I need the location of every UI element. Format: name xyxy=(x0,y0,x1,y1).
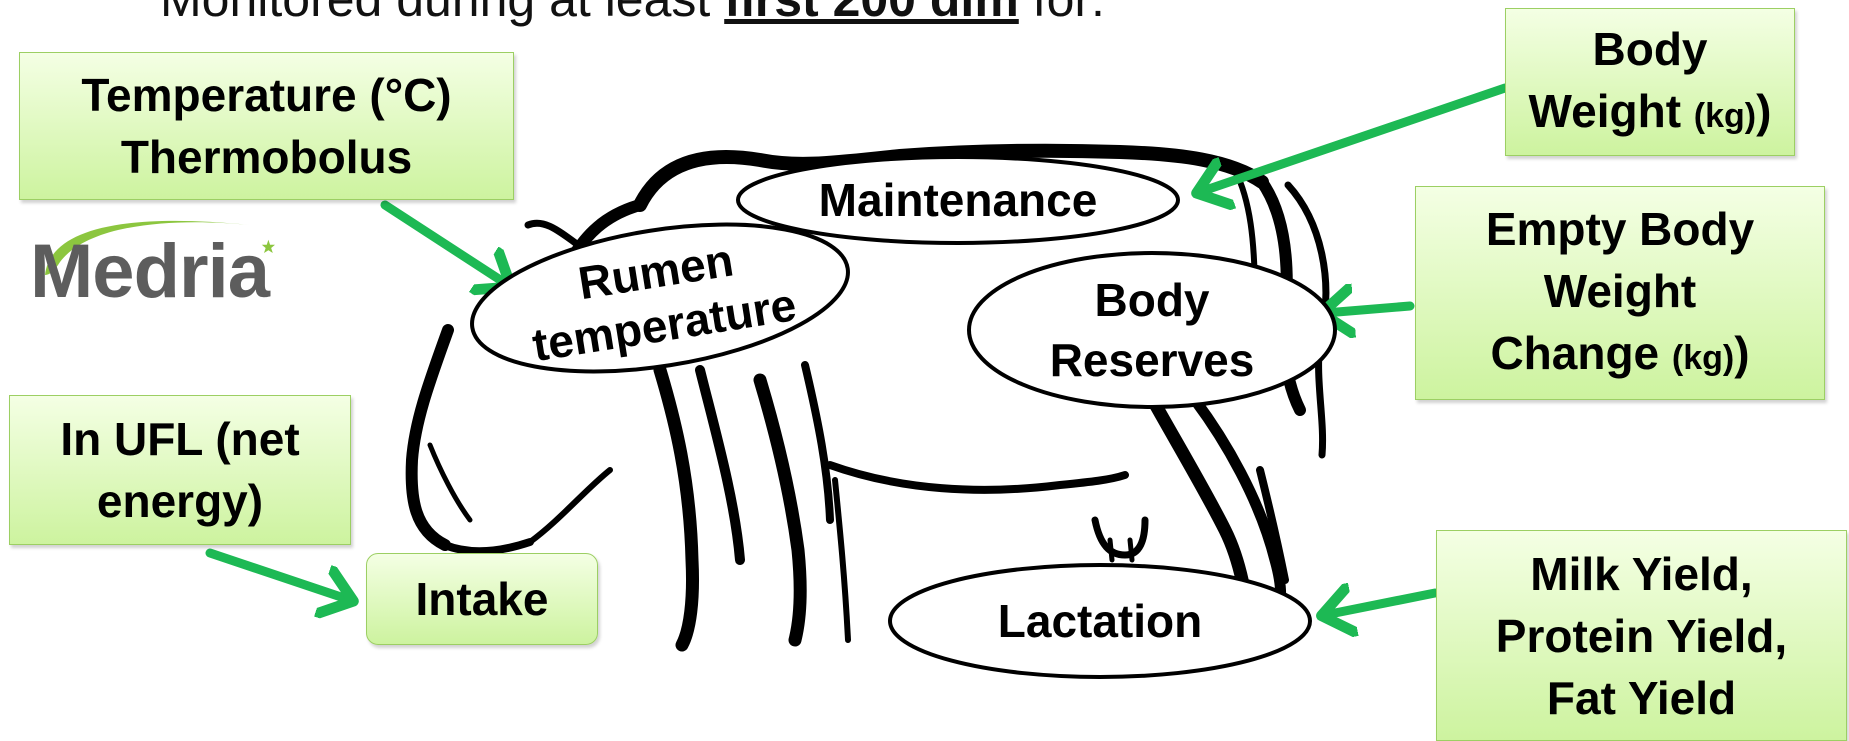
milk-line3: Fat Yield xyxy=(1496,667,1787,729)
ebw-change-box: Empty Body Weight Change (kg)) xyxy=(1415,186,1825,400)
milk-line2: Protein Yield, xyxy=(1496,605,1787,667)
ebw-change-line1: Empty Body xyxy=(1486,198,1754,260)
body-weight-line1: Body xyxy=(1529,18,1772,80)
body-reserves-line1: Body xyxy=(1050,270,1255,330)
ebw-change-unit: (kg) xyxy=(1672,339,1734,377)
lactation-label: Lactation xyxy=(890,586,1310,656)
medria-logo: Medria xyxy=(30,228,269,315)
body-weight-line2: Weight xyxy=(1529,85,1681,137)
thermobolus-label: Thermobolus xyxy=(81,126,451,188)
milk-line1: Milk Yield, xyxy=(1496,543,1787,605)
intake-measure-box: In UFL (net energy) xyxy=(9,395,351,545)
body-weight-box: Body Weight (kg)) xyxy=(1505,8,1795,156)
temperature-label: Temperature (°C) xyxy=(81,64,451,126)
body-weight-unit: (kg) xyxy=(1694,97,1756,135)
ebw-change-close: ) xyxy=(1734,327,1749,379)
arrow-ebw-change xyxy=(1325,306,1410,313)
intake-measure-line1: In UFL (net xyxy=(60,408,299,470)
arrow-intake xyxy=(210,553,350,600)
intake-box: Intake xyxy=(366,553,598,645)
arrow-body-weight xyxy=(1200,88,1505,192)
milk-box: Milk Yield, Protein Yield, Fat Yield xyxy=(1436,530,1847,741)
temperature-box: Temperature (°C) Thermobolus xyxy=(19,52,514,200)
ebw-change-line2: Weight xyxy=(1486,260,1754,322)
body-reserves-label: Body Reserves xyxy=(980,262,1324,398)
arrow-milk xyxy=(1325,593,1435,615)
ebw-change-line3: Change xyxy=(1490,327,1659,379)
intake-label: Intake xyxy=(416,568,549,630)
body-reserves-line2: Reserves xyxy=(1050,330,1255,390)
body-weight-close: ) xyxy=(1756,85,1771,137)
intake-measure-line2: energy) xyxy=(60,470,299,532)
